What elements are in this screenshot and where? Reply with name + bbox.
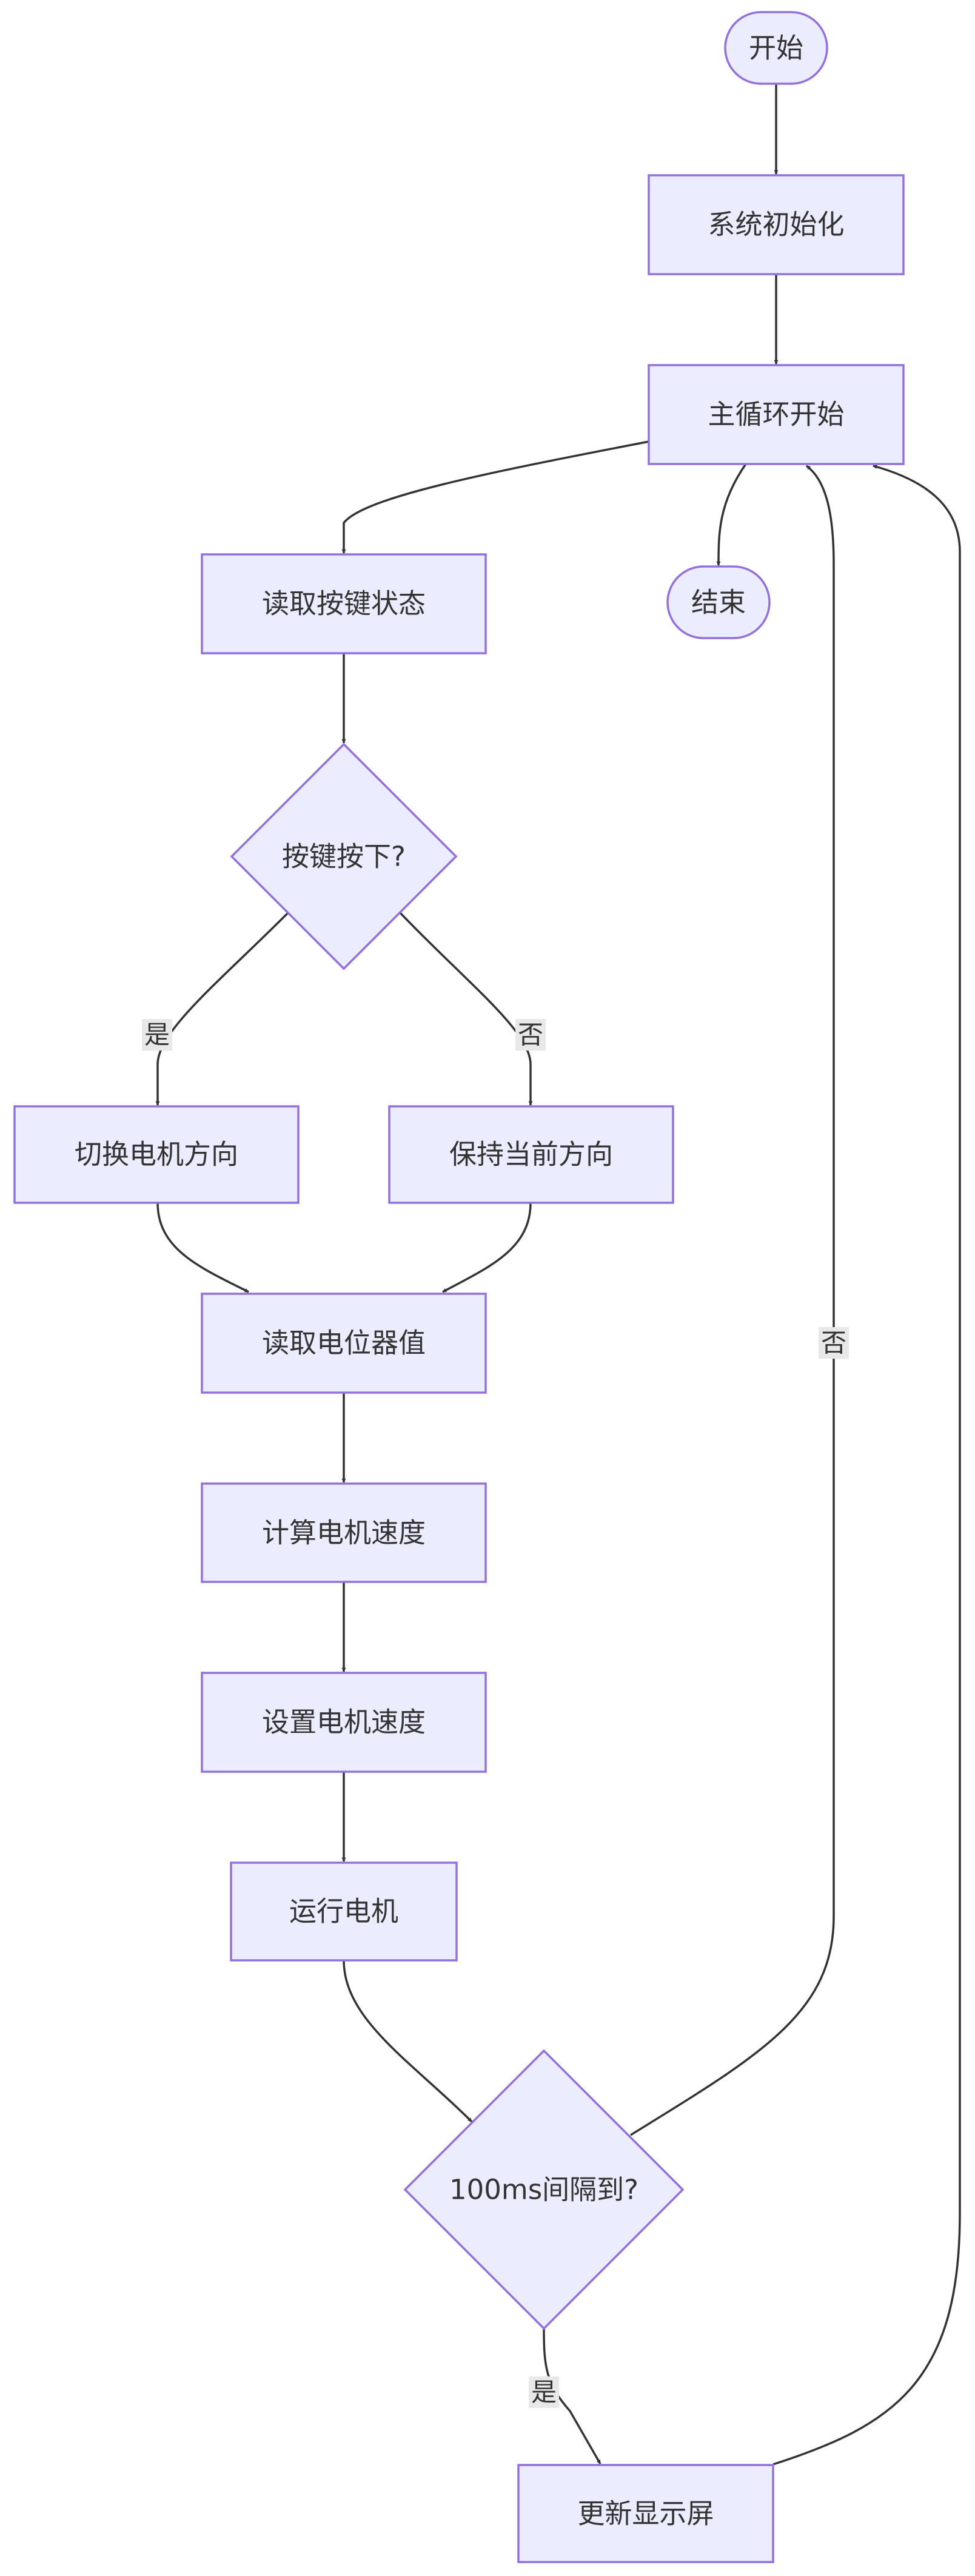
node-set-speed: 设置电机速度	[201, 1672, 487, 1773]
node-toggle-dir: 切换电机方向	[13, 1105, 300, 1204]
node-start-label: 开始	[749, 32, 803, 64]
edge-key-pressed-to-toggle	[155, 912, 289, 1106]
node-set-speed-label: 设置电机速度	[262, 1706, 426, 1738]
node-update-display-label: 更新显示屏	[577, 2498, 714, 2530]
edge-label-key-yes-text: 是	[144, 1020, 170, 1050]
edge-label-key-no: 否	[515, 1019, 546, 1051]
node-key-pressed-label: 按键按下?	[282, 841, 406, 873]
node-end: 结束	[666, 565, 771, 639]
edge-interval-to-update	[543, 2329, 601, 2464]
edge-key-pressed-to-keep	[399, 912, 533, 1106]
node-main-loop: 主循环开始	[648, 364, 905, 465]
edge-label-key-no-text: 否	[518, 1020, 543, 1050]
edge-main-loop-to-read-key	[341, 440, 649, 554]
edge-run-to-interval	[343, 1960, 473, 2123]
edge-label-interval-no-text: 否	[821, 1328, 846, 1358]
node-init-label: 系统初始化	[708, 209, 844, 241]
node-start: 开始	[724, 11, 828, 85]
node-read-pot-label: 读取电位器值	[262, 1327, 426, 1359]
edge-update-to-main-loop	[772, 465, 961, 2466]
node-read-key-label: 读取按键状态	[262, 588, 426, 620]
edge-toggle-to-read-pot	[156, 1202, 249, 1293]
node-init: 系统初始化	[648, 174, 905, 275]
node-end-label: 结束	[691, 587, 746, 619]
edge-keep-to-read-pot	[442, 1202, 532, 1293]
node-calc-speed-label: 计算电机速度	[262, 1517, 426, 1549]
node-keep-dir-label: 保持当前方向	[449, 1138, 613, 1171]
node-interval-label: 100ms间隔到?	[449, 2174, 638, 2206]
node-read-pot: 读取电位器值	[201, 1293, 487, 1394]
node-toggle-dir-label: 切换电机方向	[75, 1138, 238, 1171]
node-run-motor-label: 运行电机	[289, 1895, 398, 1928]
node-run-motor: 运行电机	[230, 1861, 458, 1962]
edge-label-interval-yes-text: 是	[531, 2378, 557, 2407]
edge-main-loop-to-end	[716, 463, 747, 566]
edge-interval-to-main-loop	[630, 465, 835, 2136]
node-update-display: 更新显示屏	[517, 2464, 774, 2563]
node-read-key: 读取按键状态	[201, 553, 487, 654]
node-keep-dir: 保持当前方向	[388, 1105, 674, 1204]
edge-label-key-yes: 是	[142, 1019, 172, 1051]
node-key-pressed: 按键按下?	[230, 742, 458, 970]
node-calc-speed: 计算电机速度	[201, 1482, 487, 1583]
node-main-loop-label: 主循环开始	[708, 399, 844, 431]
edge-label-interval-no: 否	[819, 1327, 849, 1359]
edge-label-interval-yes: 是	[529, 2376, 559, 2408]
node-interval: 100ms间隔到?	[403, 2049, 685, 2330]
